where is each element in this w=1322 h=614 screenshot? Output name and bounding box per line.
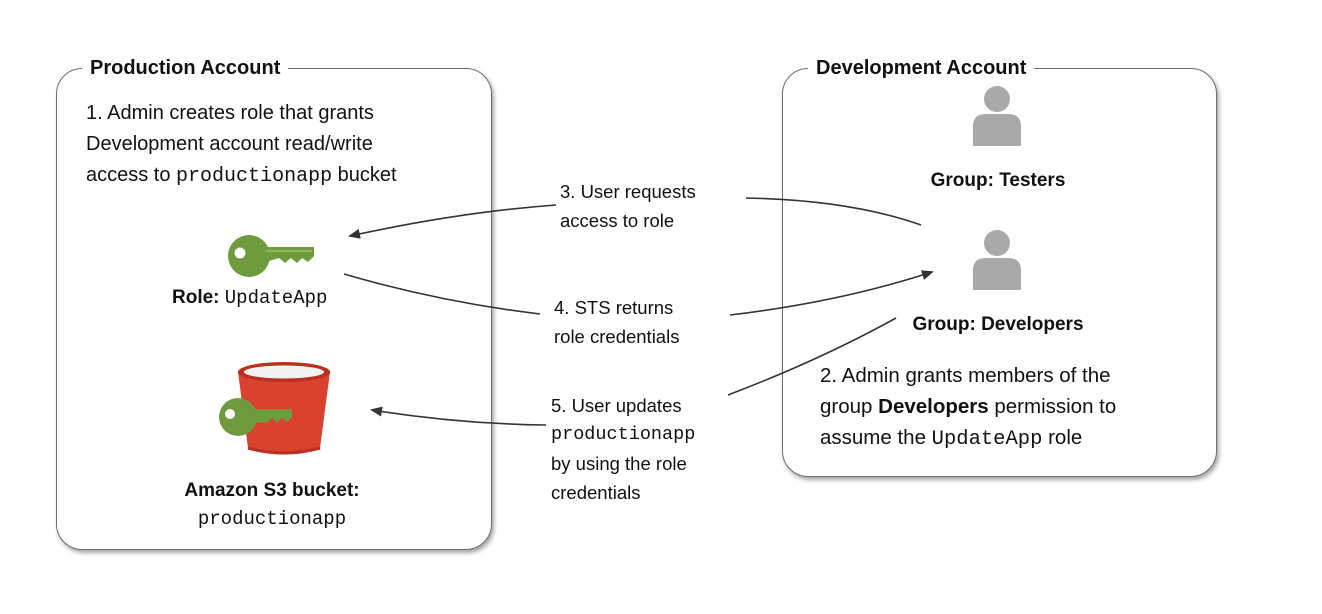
bucket-label: Amazon S3 bucket: productionapp <box>170 477 374 533</box>
step3-label: 3. User requests access to role <box>560 177 696 235</box>
step2-group-name: Developers <box>878 395 989 418</box>
step2-line2-suffix: permission to <box>988 395 1117 418</box>
development-account-title: Development Account <box>808 56 1035 80</box>
step2-line2-prefix: group <box>820 395 879 418</box>
user-icon <box>970 228 1024 292</box>
step5-bucket-code: productionapp <box>551 424 696 445</box>
step5-label: 5. User updates productionapp by using t… <box>551 391 695 507</box>
step2-line3-prefix: assume the <box>820 426 932 449</box>
role-label-code: UpdateApp <box>224 287 328 309</box>
step5-line3: by using the role <box>551 453 687 474</box>
step4-line2: role credentials <box>554 326 680 347</box>
bucket-label-line1: Amazon S3 bucket: <box>184 480 360 501</box>
user-icon <box>970 84 1024 148</box>
step2-line3-suffix: role <box>1042 426 1083 449</box>
step2-line3: assume the UpdateApp role <box>820 422 1116 455</box>
s3-bucket-icon <box>214 360 334 460</box>
step1-line1: 1. Admin creates role that grants <box>86 102 374 124</box>
step1-line3-suffix: bucket <box>332 164 397 186</box>
step1-line2: Development account read/write <box>86 133 373 155</box>
step3-line1: 3. User requests <box>560 181 696 202</box>
role-label: Role: UpdateApp <box>172 287 327 309</box>
testers-label: Group: Testers <box>930 170 1066 191</box>
step2-line1: 2. Admin grants members of the <box>820 364 1111 387</box>
step1-text: 1. Admin creates role that grants Develo… <box>86 98 397 192</box>
bucket-label-code: productionapp <box>197 508 347 530</box>
step1-line3-prefix: access to <box>86 164 177 186</box>
key-icon <box>226 232 318 282</box>
step1-line3: access to productionapp bucket <box>86 160 397 192</box>
step5-line4: credentials <box>551 482 641 503</box>
step2-text: 2. Admin grants members of the group Dev… <box>820 360 1116 455</box>
step4-label: 4. STS returns role credentials <box>554 293 679 351</box>
developers-label: Group: Developers <box>912 314 1084 335</box>
role-label-prefix: Role: <box>172 287 225 308</box>
step1-bucket-code: productionapp <box>176 165 333 188</box>
step2-line2: group Developers permission to <box>820 391 1116 422</box>
production-account-title: Production Account <box>82 56 289 80</box>
step4-line1: 4. STS returns <box>554 297 674 318</box>
step5-line1: 5. User updates <box>551 395 682 416</box>
step3-line2: access to role <box>560 210 675 231</box>
step2-role-code: UpdateApp <box>931 428 1043 451</box>
